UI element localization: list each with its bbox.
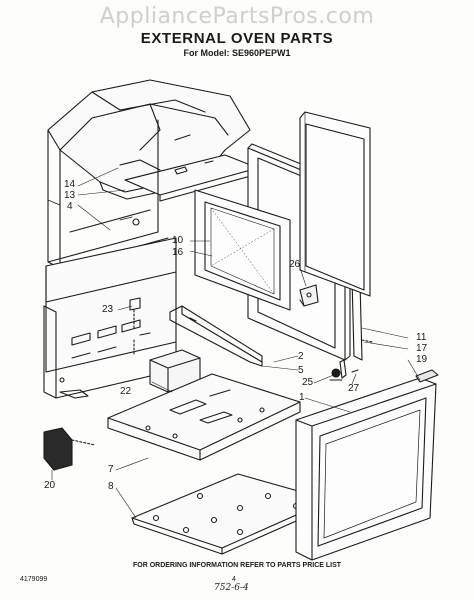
callout-25: 25 bbox=[302, 377, 314, 388]
bottom-panel-7 bbox=[107, 373, 301, 461]
callout-2: 2 bbox=[298, 351, 304, 362]
callout-16: 16 bbox=[172, 247, 184, 258]
callout-23: 23 bbox=[102, 304, 114, 315]
callout-7: 7 bbox=[108, 464, 114, 475]
inner-window-panel bbox=[194, 189, 291, 311]
page-number: 4 bbox=[232, 576, 236, 583]
callout-14: 14 bbox=[64, 179, 76, 190]
callout-8: 8 bbox=[108, 481, 114, 492]
control-box-22 bbox=[149, 349, 201, 393]
callout-27: 27 bbox=[348, 383, 360, 394]
handwritten-note: 752-6-4 bbox=[214, 583, 249, 593]
callout-1: 1 bbox=[299, 392, 305, 403]
lower-side-panel bbox=[43, 237, 177, 399]
oven-door-1 bbox=[295, 369, 439, 561]
ordering-info: FOR ORDERING INFORMATION REFER TO PARTS … bbox=[132, 562, 342, 569]
callout-19: 19 bbox=[416, 354, 428, 365]
document-number: 4179099 bbox=[20, 576, 48, 583]
callout-22: 22 bbox=[120, 386, 132, 397]
callout-13: 13 bbox=[64, 190, 76, 201]
callout-5: 5 bbox=[298, 365, 304, 376]
callout-17: 17 bbox=[416, 343, 428, 354]
bracket-part-20 bbox=[43, 427, 96, 471]
model-number: For Model: SE960PEPW1 bbox=[183, 48, 291, 58]
hinge-screw-parts bbox=[329, 359, 359, 381]
diagram-title: EXTERNAL OVEN PARTS bbox=[140, 30, 334, 47]
callout-20: 20 bbox=[44, 480, 56, 491]
watermark: AppliancePartsPros.com bbox=[99, 4, 375, 29]
callout-4: 4 bbox=[67, 201, 73, 212]
latch-bracket-26 bbox=[299, 284, 319, 307]
callout-10: 10 bbox=[172, 235, 184, 246]
callout-11: 11 bbox=[416, 332, 427, 343]
callout-26: 26 bbox=[289, 259, 301, 270]
leader-lines bbox=[51, 167, 421, 519]
door-glass-panel bbox=[299, 111, 371, 297]
